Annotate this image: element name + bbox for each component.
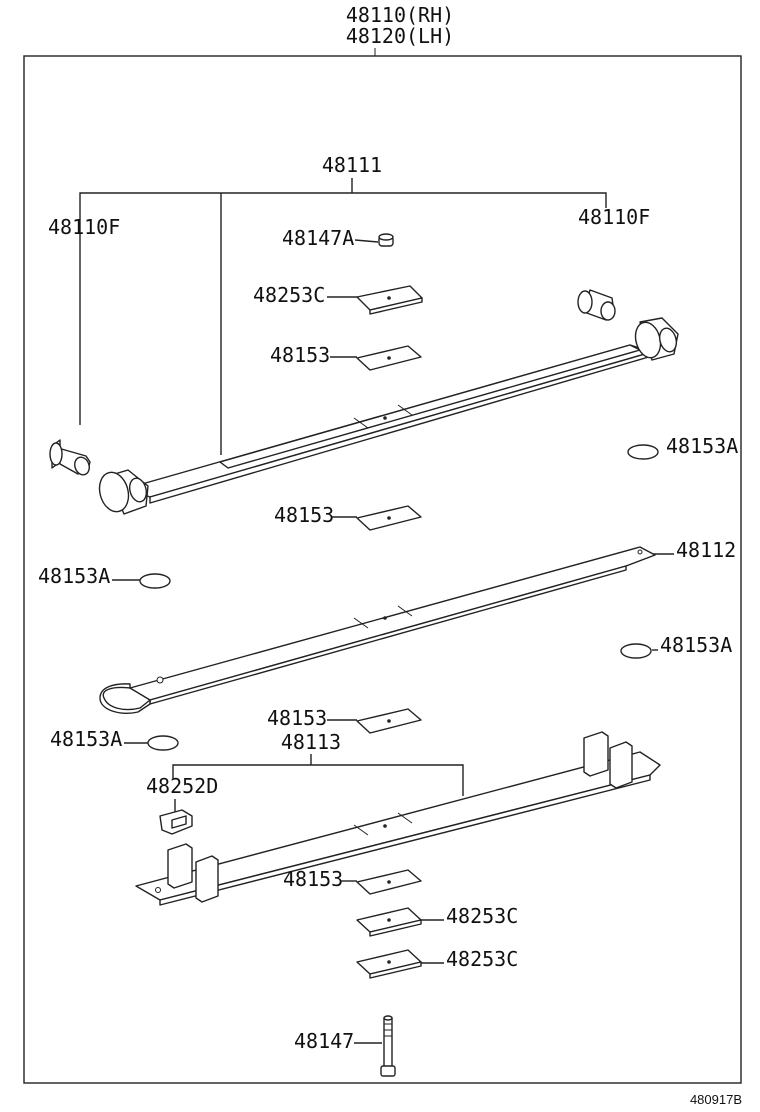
label-48153a-right-1: 48153A [666, 434, 738, 458]
label-48153-2: 48153 [274, 503, 334, 527]
label-48112: 48112 [676, 538, 736, 562]
label-48153-4: 48153 [283, 867, 343, 891]
plate-48253c-top-part [356, 285, 423, 315]
insert-48153a-right-2-part [620, 643, 652, 659]
label-48110f-left: 48110F [48, 215, 120, 239]
label-48153a-left-2: 48153A [50, 727, 122, 751]
insert-48153a-right-1-part [627, 444, 659, 460]
label-48113: 48113 [281, 730, 341, 754]
label-48111: 48111 [322, 153, 382, 177]
clip-48252d-part [159, 809, 193, 835]
label-48153a-left-1: 48153A [38, 564, 110, 588]
leaf-48113-part [135, 731, 661, 906]
nut-48147a-part [378, 233, 394, 247]
pad-48153-3-part [356, 708, 422, 734]
leaf-48112-part [99, 546, 656, 714]
label-48252d: 48252D [146, 774, 218, 798]
pad-48153-2-part [356, 505, 422, 531]
bracket-48113 [172, 764, 464, 796]
bushing-left-part [49, 439, 91, 476]
label-48147a: 48147A [282, 226, 354, 250]
plate-48253c-bottom-2-part [356, 949, 422, 979]
pad-48153-4-part [356, 869, 422, 895]
leaf-48111-part [98, 317, 679, 515]
label-48253c-bottom-2: 48253C [446, 947, 518, 971]
pad-48153-1-part [356, 345, 422, 371]
bracket-48111 [79, 192, 607, 425]
label-48153-1: 48153 [270, 343, 330, 367]
insert-48153a-left-2-part [147, 735, 179, 751]
label-48110f-right: 48110F [578, 205, 650, 229]
label-48153a-right-2: 48153A [660, 633, 732, 657]
label-48253c-top: 48253C [253, 283, 325, 307]
diagram-code: 480917B [690, 1092, 742, 1107]
bushing-right-part [577, 289, 616, 321]
label-48153-3: 48153 [267, 706, 327, 730]
label-48253c-bottom-1: 48253C [446, 904, 518, 928]
title-lh: 48120(LH) [346, 24, 454, 48]
label-48147: 48147 [294, 1029, 354, 1053]
diagram-frame [23, 55, 742, 1084]
title-rh: 48110(RH) [346, 3, 454, 27]
leader-48147a [354, 239, 379, 243]
bolt-48147-part [380, 1015, 396, 1077]
plate-48253c-bottom-1-part [356, 907, 422, 937]
insert-48153a-left-1-part [139, 573, 171, 589]
